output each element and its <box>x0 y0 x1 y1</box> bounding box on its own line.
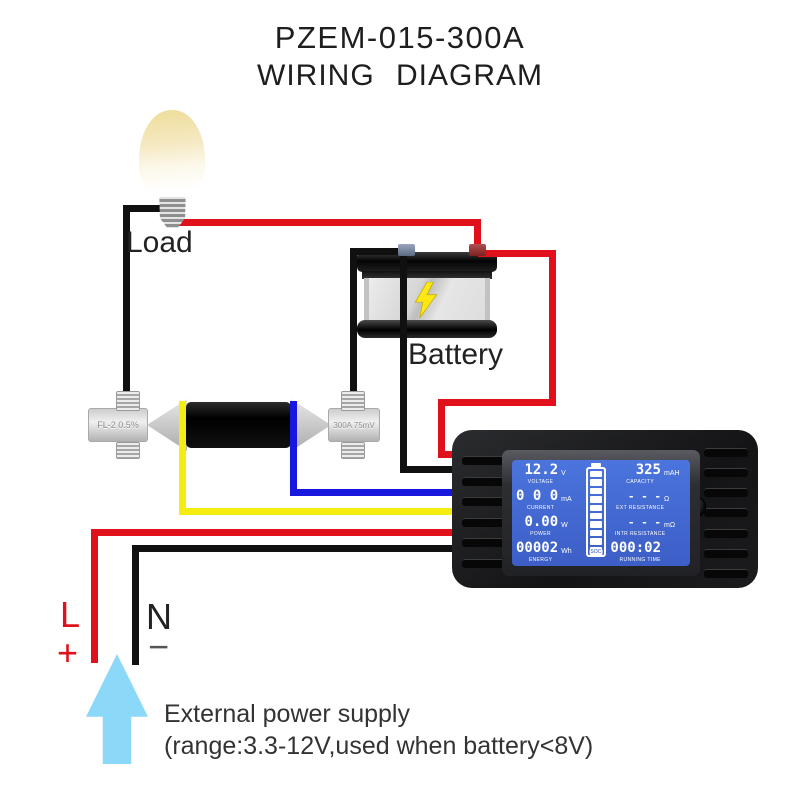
lcd-reading-ext-resistance: - - -Ω EXT RESISTANCE <box>616 490 670 511</box>
minus-terminal-label: − <box>148 626 170 667</box>
lcd-reading-intr-resistance: - - -mΩ INTR RESISTANCE <box>614 516 676 537</box>
wire-shunt-sense-blue-h <box>290 489 478 496</box>
shunt-resistor-body <box>186 402 291 448</box>
wire-battery-positive-v2 <box>438 399 445 458</box>
battery-label: Battery <box>408 338 504 371</box>
live-terminal-label: L <box>60 594 81 635</box>
wire-battery-positive-v1 <box>549 250 556 406</box>
wire-battery-positive-h2 <box>438 399 556 406</box>
title-subtitle: WIRING DIAGRAM <box>257 59 543 92</box>
wire-battery-positive-h1 <box>478 250 556 257</box>
battery-gauge-icon: SOC <box>585 467 606 557</box>
wire-shunt-sense-blue-v <box>290 401 297 496</box>
wire-shunt-sense-yellow-v <box>179 401 186 515</box>
page-title: PZEM-015-300A WIRING DIAGRAM <box>0 20 800 93</box>
title-model: PZEM-015-300A <box>274 20 526 55</box>
wire-shunt-sense-yellow-h <box>179 508 478 515</box>
shunt-right-label: 300A 75mV <box>333 420 375 430</box>
shunt-right-cone <box>291 399 331 451</box>
soc-badge: SOC <box>589 549 603 555</box>
plus-terminal-label: + <box>57 632 79 673</box>
wire-battery-negative-v <box>400 255 407 473</box>
lcd-reading-running-time: 000:02 RUNNING TIME <box>610 540 661 564</box>
wire-external-power-live-h <box>91 529 478 536</box>
battery-bottom-cap <box>357 320 497 338</box>
battery-negative-terminal <box>398 244 415 256</box>
shunt-left-bottom-bolt <box>116 442 140 459</box>
wire-load-red-horizontal <box>168 219 481 226</box>
wire-load-red-vertical <box>474 219 481 249</box>
lcd-center-column: SOC <box>581 463 610 563</box>
load-label: Load <box>126 226 193 259</box>
up-arrow-icon <box>86 654 148 764</box>
wire-battery-negative-to-meter <box>400 466 478 473</box>
light-bulb-icon <box>139 110 205 200</box>
wire-battery-negative-to-shunt-v <box>350 248 357 396</box>
wire-external-power-live-v <box>91 529 98 663</box>
shunt-right-bottom-bolt <box>341 442 365 459</box>
battery-top-cap <box>357 252 497 272</box>
battery-positive-terminal <box>469 244 486 256</box>
shunt-left-terminal-block: FL-2 0.5% <box>88 408 148 442</box>
battery-gauge-segments <box>589 470 603 554</box>
caption-line2: (range:3.3-12V,used when battery<8V) <box>164 732 594 760</box>
wire-battery-negative-to-shunt-h <box>350 248 405 255</box>
meter-right-vents <box>704 448 748 578</box>
shunt-right-top-bolt <box>341 391 365 411</box>
caption-line1: External power supply <box>164 700 410 728</box>
wire-external-power-neutral-h <box>132 545 478 552</box>
bulb-screw-base <box>159 197 186 228</box>
wire-load-black-vertical <box>123 205 130 398</box>
shunt-left-label: FL-2 0.5% <box>97 420 139 430</box>
lightning-icon <box>415 282 437 318</box>
wire-load-black-horizontal <box>123 205 167 212</box>
shunt-right-terminal-block: 300A 75mV <box>328 408 380 442</box>
wire-external-power-neutral-v <box>132 545 139 665</box>
neutral-terminal-label: N <box>146 596 172 637</box>
shunt-left-top-bolt <box>116 391 140 411</box>
battery-gloss-strip <box>362 271 492 279</box>
meter-left-vents <box>462 456 516 568</box>
